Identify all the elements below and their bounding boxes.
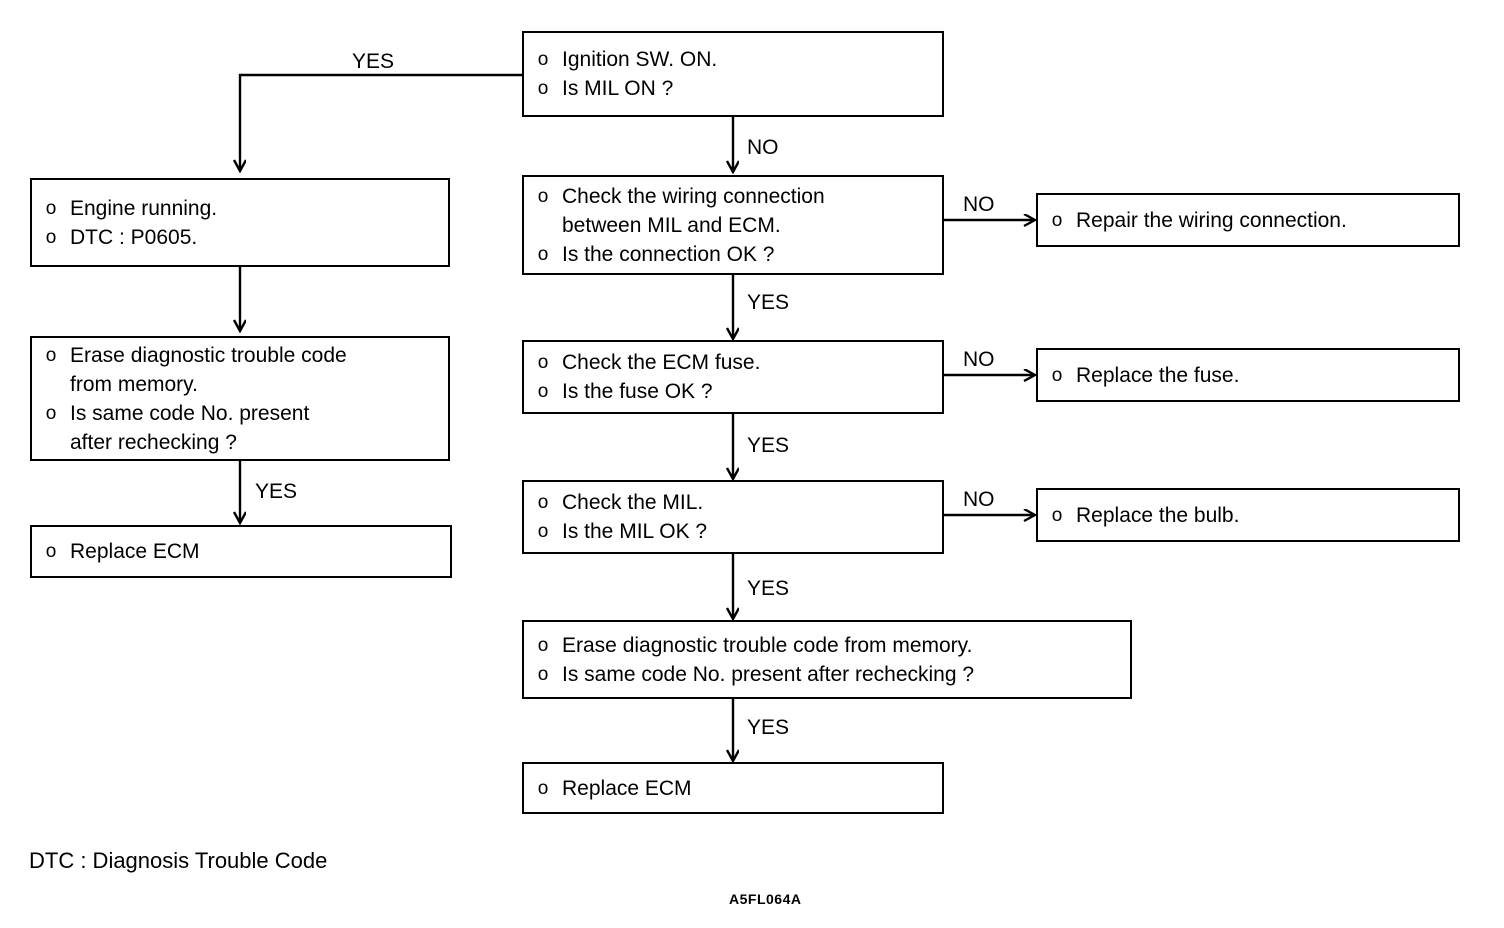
node-line-text: Replace the fuse. [1076,363,1240,387]
bullet-icon: o [1051,504,1063,526]
node-erase-dtc-left[interactable]: o Erase diagnostic trouble code from mem… [30,336,450,461]
node-line: o Is the connection OK ? [524,240,942,269]
node-line: after rechecking ? [32,428,448,457]
node-line: o Is same code No. present [32,399,448,428]
node-line: between MIL and ECM. [524,211,942,240]
bullet-icon: o [45,226,57,248]
bullet-icon: o [537,49,549,70]
node-line: o Replace ECM [524,774,942,803]
node-line-text: Check the wiring connection [562,184,825,208]
node-line-text: Erase diagnostic trouble code [70,343,347,367]
node-replace-ecm-left[interactable]: o Replace ECM [30,525,452,578]
node-line-text: Is the MIL OK ? [562,520,708,543]
edge-label-ignition-yes: YES [352,50,395,73]
node-line-text: Replace ECM [562,776,692,800]
bullet-icon: o [537,243,549,265]
node-line-text: from memory. [70,372,198,396]
figure-caption: A5FL064A [729,891,802,907]
bullet-icon: o [537,663,549,685]
node-engine-running[interactable]: o Engine running. o DTC : P0605. [30,178,450,267]
bullet-icon: o [45,344,57,366]
node-line: o Is MIL ON ? [524,74,942,103]
bullet-icon: o [537,777,549,799]
edge-label-ignition-no: NO [747,136,779,159]
edge-label-wiring-no: NO [963,193,995,216]
node-line: o Check the wiring connection [524,182,942,211]
node-line: o Is the fuse OK ? [524,377,942,406]
node-line: o Erase diagnostic trouble code from mem… [524,631,1130,660]
node-repair-wiring[interactable]: o Repair the wiring connection. [1036,193,1460,247]
node-replace-bulb[interactable]: o Replace the bulb. [1036,488,1460,542]
node-line: o Replace the fuse. [1038,361,1458,390]
bullet-icon: o [537,78,549,99]
node-line-text: Is the connection OK ? [562,242,775,266]
edge-label-fuse-no: NO [963,348,995,371]
node-line-text: Erase diagnostic trouble code from memor… [562,633,973,657]
edge-label-wiring-yes: YES [747,291,790,314]
bullet-icon: o [537,521,549,542]
node-line-text: DTC : P0605. [70,225,198,249]
bullet-icon: o [537,634,549,656]
edge-label-mil-no: NO [963,488,995,511]
node-line-text: Check the ECM fuse. [562,351,761,374]
bullet-icon: o [537,492,549,513]
node-line-text: Is the fuse OK ? [562,380,713,403]
node-erase-dtc-center[interactable]: o Erase diagnostic trouble code from mem… [522,620,1132,699]
node-line-text: Is MIL ON ? [562,77,674,100]
node-line: o Is the MIL OK ? [524,517,942,546]
edge-label-erase-center-yes: YES [747,716,790,739]
node-line: o DTC : P0605. [32,223,448,252]
node-line-text: Replace the bulb. [1076,503,1240,527]
node-line-text: between MIL and ECM. [562,213,781,237]
edge-ignition-yes [240,73,522,170]
node-line: o Replace the bulb. [1038,501,1458,530]
node-line-text: Replace ECM [70,540,200,563]
node-line: o Replace ECM [32,537,450,566]
bullet-icon: o [537,185,549,207]
node-line-text: Is same code No. present [70,401,310,425]
bullet-icon: o [537,352,549,373]
node-check-fuse[interactable]: o Check the ECM fuse. o Is the fuse OK ? [522,340,944,414]
node-line-text: Is same code No. present after recheckin… [562,662,975,686]
node-replace-fuse[interactable]: o Replace the fuse. [1036,348,1460,402]
edge-label-fuse-yes: YES [747,434,790,457]
edge-label-mil-yes: YES [747,577,790,600]
bullet-icon: o [45,197,57,219]
node-line-text: Repair the wiring connection. [1076,208,1347,232]
node-line: o Repair the wiring connection. [1038,206,1458,235]
bullet-icon: o [1051,209,1063,231]
node-line: o Erase diagnostic trouble code [32,341,448,370]
node-line: o Check the MIL. [524,488,942,517]
bullet-icon: o [537,381,549,402]
node-line: o Is same code No. present after recheck… [524,660,1130,689]
node-check-mil[interactable]: o Check the MIL. o Is the MIL OK ? [522,480,944,554]
legend-abbreviations: DTC : Diagnosis Trouble Code ECM : Engin… [29,783,340,928]
edge-label-erase-left-yes: YES [255,480,298,503]
node-line-text: Ignition SW. ON. [562,48,718,71]
node-line: from memory. [32,370,448,399]
legend-line: DTC : Diagnosis Trouble Code [29,848,328,873]
node-line-text: Check the MIL. [562,491,704,514]
node-line: o Ignition SW. ON. [524,45,942,74]
node-line-text: Engine running. [70,196,218,220]
node-ignition[interactable]: o Ignition SW. ON. o Is MIL ON ? [522,31,944,117]
bullet-icon: o [45,541,57,562]
node-check-wiring[interactable]: o Check the wiring connection between MI… [522,175,944,275]
node-replace-ecm-center[interactable]: o Replace ECM [522,762,944,814]
node-line-text: after rechecking ? [70,430,237,454]
node-line: o Engine running. [32,194,448,223]
bullet-icon: o [1051,364,1063,386]
node-line: o Check the ECM fuse. [524,348,942,377]
bullet-icon: o [45,402,57,424]
